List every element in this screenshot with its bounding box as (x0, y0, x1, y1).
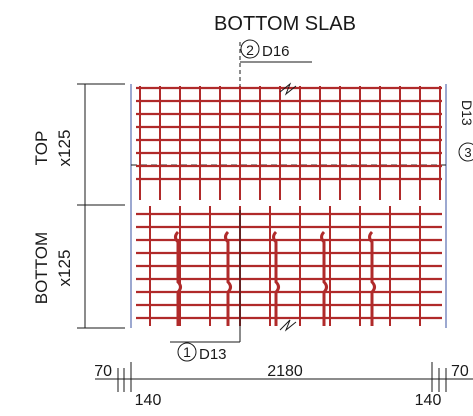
callout-right-number: 3 (464, 145, 471, 160)
callout-bottom-size: D13 (199, 346, 227, 363)
hooked-bar (224, 230, 232, 326)
callout-top-size: D16 (262, 43, 290, 60)
callout-bottom-bar: 1 D13 (170, 210, 241, 363)
top-zone-spacing: x125 (55, 130, 74, 167)
callout-top-circle (240, 39, 260, 59)
callout-bottom-circle (177, 342, 197, 362)
bottom-dimension-line: 70 140 2180 70 140 (94, 362, 473, 409)
hooked-bar (174, 230, 182, 326)
left-dimension-line (77, 83, 125, 329)
dim-right-inner: 140 (415, 392, 442, 409)
dim-right-outer: 70 (451, 363, 469, 380)
break-symbols (279, 82, 297, 332)
dim-center: 2180 (267, 363, 303, 380)
callout-right-size: D13 (459, 100, 473, 126)
callout-top-bar: 2 D16 (239, 39, 312, 200)
top-zone-label: TOP (32, 131, 51, 166)
hooked-bar (320, 230, 328, 326)
callout-right-bar: 3 D13 (458, 100, 473, 162)
callout-top-number: 2 (246, 42, 254, 58)
bottom-zone-spacing: x125 (55, 250, 74, 287)
dim-left-outer: 70 (94, 363, 112, 380)
left-zone-labels: TOP x125 BOTTOM x125 (32, 130, 74, 305)
bottom-zone-label: BOTTOM (32, 232, 51, 304)
hooked-bar (368, 230, 376, 326)
dim-left-inner: 140 (135, 392, 162, 409)
hooked-bar (272, 230, 280, 326)
callout-bottom-number: 1 (183, 344, 191, 360)
callout-right-circle (458, 142, 473, 162)
rebar-mesh (136, 86, 442, 326)
drawing-title: BOTTOM SLAB (214, 13, 356, 35)
